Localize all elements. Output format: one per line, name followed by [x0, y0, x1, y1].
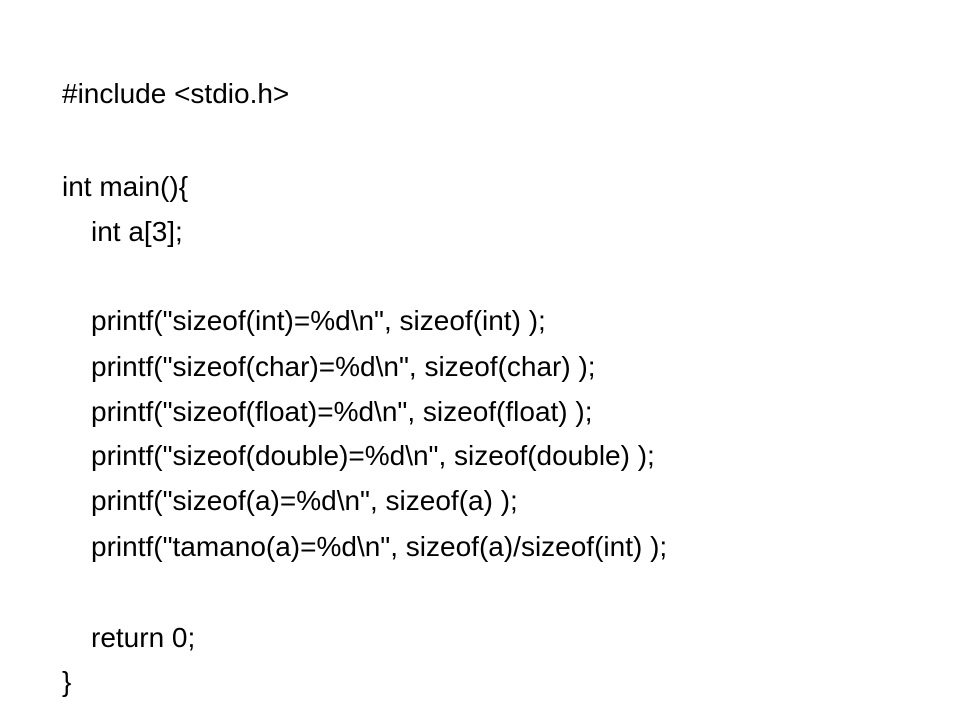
- code-line-printf-tamano: printf("tamano(a)=%d\n", sizeof(a)/sizeo…: [91, 531, 668, 562]
- code-line-printf-char: printf("sizeof(char)=%d\n", sizeof(char)…: [91, 351, 596, 382]
- code-line-printf-int: printf("sizeof(int)=%d\n", sizeof(int) )…: [91, 305, 546, 336]
- code-line-return: return 0;: [91, 622, 196, 653]
- code-line-main-signature: int main(){: [62, 171, 189, 202]
- code-line-printf-double: printf("sizeof(double)=%d\n", sizeof(dou…: [91, 440, 655, 471]
- code-line-printf-array: printf("sizeof(a)=%d\n", sizeof(a) );: [91, 485, 518, 516]
- code-line-printf-float: printf("sizeof(float)=%d\n", sizeof(floa…: [91, 396, 593, 427]
- code-line-array-declaration: int a[3];: [91, 216, 183, 247]
- code-line-closing-brace: }: [62, 666, 72, 697]
- code-line-include: #include <stdio.h>: [62, 78, 290, 109]
